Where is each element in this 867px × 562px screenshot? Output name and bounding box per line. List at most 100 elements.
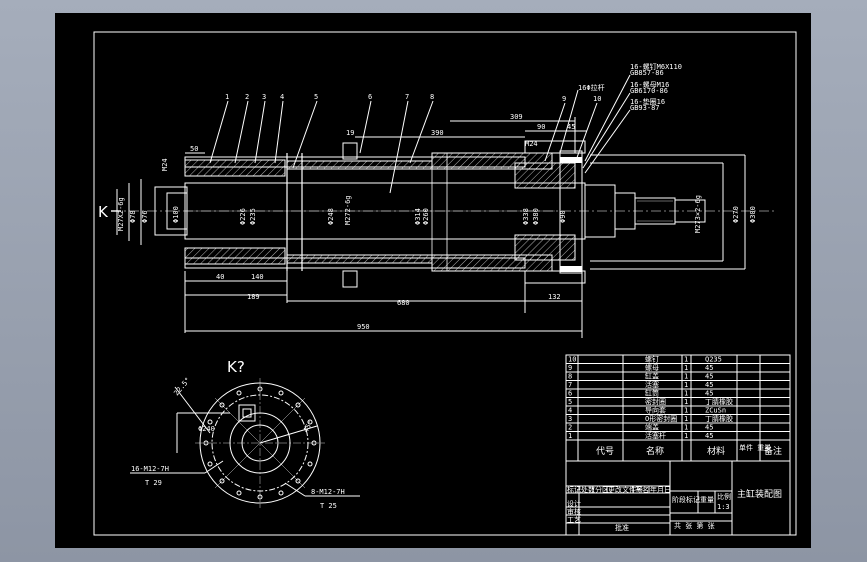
key-block bbox=[238, 404, 256, 422]
dim-phi100: Φ100 bbox=[172, 206, 180, 223]
barrel-hatch-bottom bbox=[286, 254, 433, 264]
detail-note-2: 8-M12-7H bbox=[311, 488, 345, 496]
bom-cell-mat: 45 bbox=[705, 381, 713, 389]
bom-cell-qty: 1 bbox=[684, 398, 688, 406]
bom-cell-qty: 1 bbox=[684, 364, 688, 372]
dim-phi226: Φ226 bbox=[239, 208, 247, 225]
bom-cell-qty: 1 bbox=[684, 356, 688, 364]
dim-phi248: Φ248 bbox=[327, 208, 335, 225]
detail-dim-240: Φ240 bbox=[198, 425, 215, 433]
tb-scale-value: 1:3 bbox=[717, 503, 730, 511]
leader-5: 5 bbox=[314, 93, 318, 101]
detail-note-2-depth: T 25 bbox=[320, 502, 337, 510]
bom-cell-name: 缸筒 bbox=[645, 389, 659, 398]
tb-stage: 阶段标记 bbox=[672, 495, 700, 504]
bom-cell-no: 9 bbox=[568, 364, 572, 372]
bom-cell-no: 10 bbox=[568, 356, 576, 364]
bom-cell-name: 密封圈 bbox=[645, 397, 666, 406]
bom-head-material: 材料 bbox=[707, 445, 725, 457]
dim-phi260: Φ260 bbox=[422, 208, 430, 225]
bom-cell-no: 3 bbox=[568, 415, 572, 423]
dim-phi380: Φ380 bbox=[532, 208, 540, 225]
dim-19: 19 bbox=[346, 129, 354, 137]
leader-4: 4 bbox=[280, 93, 284, 101]
bom-cell-mat: 45 bbox=[705, 432, 713, 440]
tb-count: 处数 bbox=[581, 485, 595, 494]
dim-phi338: Φ338 bbox=[522, 208, 530, 225]
tb-zone: 分区 bbox=[595, 485, 609, 494]
flange-top-plate bbox=[524, 140, 586, 154]
tb-doc: 更改文件号 bbox=[608, 485, 643, 494]
dim-90: 90 bbox=[537, 123, 545, 131]
tb-mark: 标记 bbox=[567, 485, 581, 494]
dim-50: 50 bbox=[190, 145, 198, 153]
drawing-canvas[interactable]: 1 2 3 4 5 6 7 8 9 10 16-螺钉M6X110 GB857-8… bbox=[55, 13, 811, 548]
drawing-sheet: 1 2 3 4 5 6 7 8 9 10 16-螺钉M6X110 GB857-8… bbox=[55, 13, 811, 548]
dim-390: 390 bbox=[431, 129, 444, 137]
dim-m27x2: M27X2-6g bbox=[117, 197, 125, 231]
bom-cell-name: 活塞杆 bbox=[645, 431, 666, 440]
bom-cell-mat: ZCuSn bbox=[705, 407, 726, 415]
detail-angle-2: 45° bbox=[302, 419, 315, 434]
bom-head-weight: 单件 重量 bbox=[739, 443, 771, 452]
bom-cell-qty: 1 bbox=[684, 424, 688, 432]
bom-cell-name: 螺母 bbox=[645, 363, 659, 372]
bom-cell-no: 4 bbox=[568, 407, 572, 415]
bom-cell-no: 2 bbox=[568, 424, 572, 432]
bolt-top bbox=[560, 157, 582, 163]
end-cap-hatch-top bbox=[184, 159, 286, 177]
bom-cell-no: 6 bbox=[568, 390, 572, 398]
bom-head-note: 备注 bbox=[764, 445, 782, 457]
leader-7: 7 bbox=[405, 93, 409, 101]
tb-review: 审核 bbox=[567, 507, 581, 516]
bom-cell-qty: 1 bbox=[684, 407, 688, 415]
bom-cell-mat: Q235 bbox=[705, 356, 722, 364]
bom-cell-qty: 1 bbox=[684, 390, 688, 398]
leader-10: 10 bbox=[593, 95, 601, 103]
rod-end bbox=[674, 199, 706, 223]
dim-45: 45 bbox=[567, 123, 575, 131]
dim-m24-right: M24 bbox=[525, 140, 538, 148]
leader-1: 1 bbox=[225, 93, 229, 101]
callout-tie-rod: 16Φ拉杆 bbox=[578, 83, 605, 92]
tb-sign: 签名 bbox=[635, 485, 649, 494]
bolt-boss-bottom bbox=[342, 270, 358, 288]
dim-140: 140 bbox=[251, 273, 264, 281]
bom-cell-mat: 丁腈橡胶 bbox=[705, 397, 733, 406]
dim-phi314: Φ314 bbox=[414, 208, 422, 225]
dim-phi90: Φ90 bbox=[559, 210, 567, 223]
bom-cell-qty: 1 bbox=[684, 381, 688, 389]
dim-950: 950 bbox=[357, 323, 370, 331]
bom-cell-mat: 45 bbox=[705, 373, 713, 381]
drawing-title: 主缸装配图 bbox=[737, 488, 782, 500]
dim-189: 189 bbox=[247, 293, 260, 301]
detail-view-k bbox=[130, 378, 360, 508]
bom-cell-qty: 1 bbox=[684, 415, 688, 423]
bom-cell-no: 8 bbox=[568, 373, 572, 381]
callout-washer: 16-垫圈16 bbox=[630, 97, 665, 106]
bom-cell-name: 端盖 bbox=[645, 423, 659, 432]
detail-title: K? bbox=[227, 358, 245, 376]
bom-cell-name: O形密封圈 bbox=[645, 414, 677, 423]
dim-40: 40 bbox=[216, 273, 224, 281]
end-cap-hatch-bottom bbox=[184, 247, 286, 265]
tb-design: 设计 bbox=[567, 499, 581, 508]
dim-m273: M273×2-6g bbox=[694, 195, 702, 233]
tb-approve: 批准 bbox=[615, 523, 629, 532]
bom-head-name: 名称 bbox=[646, 445, 664, 457]
bom-cell-mat: 45 bbox=[705, 364, 713, 372]
drawing-frame bbox=[93, 31, 797, 536]
callout-screw-std: GB857-86 bbox=[630, 69, 664, 77]
dim-309: 309 bbox=[510, 113, 523, 121]
dim-phi300: Φ300 bbox=[749, 206, 757, 223]
bom-cell-no: 1 bbox=[568, 432, 572, 440]
leader-2: 2 bbox=[245, 93, 249, 101]
bom-cell-name: 缸盖 bbox=[645, 372, 659, 381]
right-flange bbox=[559, 150, 583, 274]
title-block bbox=[565, 460, 791, 536]
tb-sheet: 共 张 第 张 bbox=[674, 521, 715, 530]
bom-cell-qty: 1 bbox=[684, 373, 688, 381]
detail-note-1: 16-M12-7H bbox=[131, 465, 169, 473]
